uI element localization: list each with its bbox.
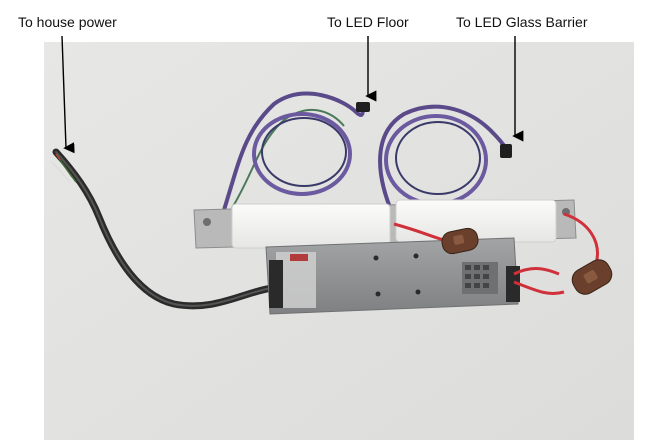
led-floor-connector	[356, 102, 370, 112]
led-glass-barrier-cable	[378, 104, 512, 218]
house-power-cable	[51, 148, 276, 310]
inline-switch-right	[571, 259, 613, 295]
red-wires	[393, 212, 599, 296]
power-supply	[265, 237, 520, 315]
led-floor-cable	[222, 91, 370, 211]
device-photo	[44, 42, 634, 440]
label-led-glass-barrier: To LED Glass Barrier	[456, 14, 588, 30]
led-glass-barrier-connector	[500, 144, 512, 158]
led-controller-box-left	[231, 203, 391, 249]
label-led-floor: To LED Floor	[327, 14, 409, 30]
inline-switch-left	[441, 227, 479, 255]
label-house-power: To house power	[18, 14, 117, 30]
